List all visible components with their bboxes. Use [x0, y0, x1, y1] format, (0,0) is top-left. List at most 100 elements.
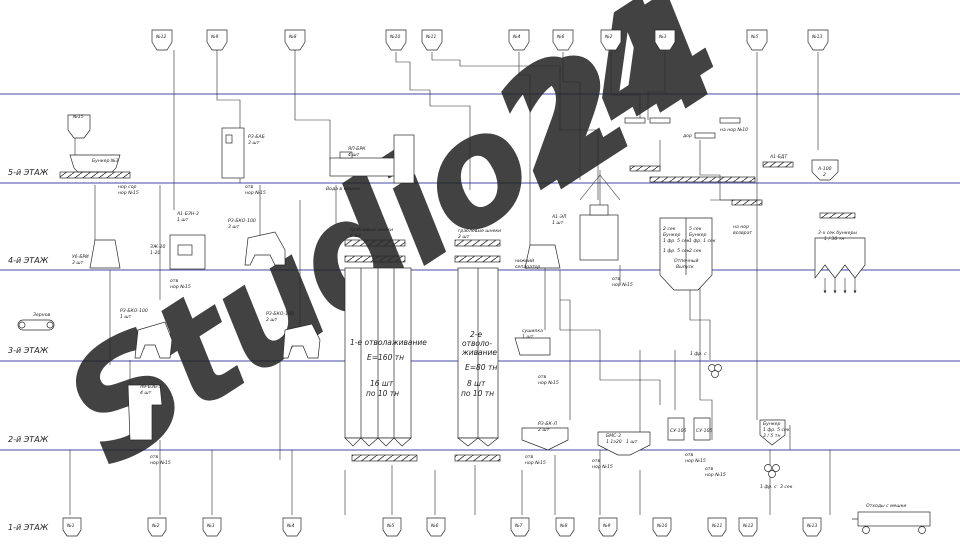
svg-text:Е=80 тн: Е=80 тн: [465, 363, 497, 372]
bin-label: №12: [742, 523, 754, 529]
auger-upper-2: [344, 255, 406, 263]
svg-text:1-20: 1-20: [150, 250, 161, 256]
cyclone-label: №11: [425, 34, 437, 40]
svg-text:1 фр. 1 сек: 1 фр. 1 сек: [689, 238, 716, 244]
svg-text:А1-БЗН-3: А1-БЗН-3: [176, 211, 199, 217]
svg-text:нор №15: нор №15: [525, 460, 546, 466]
bin-label: №11: [711, 523, 723, 529]
cyclone-icon: №9: [206, 29, 228, 51]
svg-text:5 сек: 5 сек: [689, 226, 702, 232]
cyclone-label: №13: [811, 34, 823, 40]
cyclone-icon: №12: [151, 29, 173, 51]
separator-funnel: [524, 244, 561, 269]
dust-collector-right: [811, 159, 839, 181]
bin-icon: №2: [147, 517, 167, 537]
svg-text:отволо-: отволо-: [462, 339, 492, 348]
svg-text:Вода в мешки: Вода в мешки: [326, 186, 360, 192]
bin-label: №8: [559, 523, 568, 529]
svg-text:нор №15: нор №15: [592, 464, 613, 470]
rz-bas-column: [221, 127, 245, 179]
small-auger-1: [624, 117, 646, 124]
svg-text:2 сек: 2 сек: [663, 226, 676, 232]
svg-text:А9-БЗБ-5: А9-БЗБ-5: [139, 384, 162, 390]
svg-text:2: 2: [823, 172, 826, 178]
rz-bkd-2-machine: [282, 323, 321, 359]
a1-machine: [579, 214, 619, 261]
floor-label-3: 3-й ЭТАЖ: [8, 346, 49, 355]
svg-text:отв: отв: [245, 185, 253, 190]
rz-bko-top: [244, 231, 286, 266]
conveyor-belt: [17, 319, 55, 331]
floor2-equipment: [127, 384, 786, 478]
three-section-bunker: [814, 237, 866, 280]
floor4-equipment: [89, 199, 866, 291]
cyclone-label: №9: [210, 34, 219, 40]
svg-text:нор №15: нор №15: [170, 284, 191, 290]
svg-text:1 фр. с: 1 фр. с: [690, 351, 707, 357]
svg-text:сепаратор: сепаратор: [515, 265, 540, 270]
bin-icon: №8: [555, 517, 575, 537]
svg-text:4 шт: 4 шт: [140, 390, 152, 396]
label-rz-bas: РЗ-БАБ: [248, 134, 265, 140]
truck-icon: [852, 511, 931, 534]
bin-label: №1: [66, 523, 75, 529]
svg-text:А-100: А-100: [817, 166, 832, 172]
svg-text:БМС-3: БМС-3: [606, 433, 621, 439]
tank2-title: 2-е: [470, 330, 482, 339]
bin-label: №2: [151, 523, 160, 529]
svg-text:2 шт: 2 шт: [266, 317, 278, 323]
tank1-title: 1-е отволаживание: [350, 338, 427, 347]
svg-text:1 1э20: 1 1э20: [606, 439, 622, 445]
equipment-labels: №15 Бункер №3 РЗ-БАБ 3 шт отв нор №15 ЯП…: [33, 114, 906, 509]
label-cyclone-left: №15: [72, 114, 84, 120]
svg-text:Выпуск: Выпуск: [676, 264, 694, 270]
cyclone-label: №8: [288, 34, 297, 40]
bin-label: №13: [806, 523, 818, 529]
bin-icon: №1: [62, 517, 82, 537]
right-arrows: [823, 278, 857, 294]
rz-bk-machine: [521, 427, 569, 451]
svg-text:нор сор: нор сор: [118, 185, 137, 190]
svg-text:1 шт: 1 шт: [120, 314, 132, 320]
svg-text:отв: отв: [150, 455, 158, 460]
svg-text:Зернов: Зернов: [33, 312, 51, 318]
svg-text:2 шт: 2 шт: [458, 234, 470, 240]
svg-text:Е=160 тн: Е=160 тн: [367, 353, 404, 362]
svg-text:дор: дор: [682, 134, 692, 139]
at-ish-machine: [329, 157, 401, 177]
auger-upper-1: [344, 239, 406, 247]
label-bunker: Бункер №3: [92, 158, 119, 164]
bin-icon: №5: [382, 517, 402, 537]
label-truck: Отходы с мешки: [866, 503, 906, 509]
a9-machine: [127, 384, 163, 441]
svg-text:нор №15: нор №15: [118, 190, 139, 196]
cyclone-icon: №13: [807, 29, 829, 51]
svg-text:Бункер: Бункер: [689, 232, 706, 238]
cyclone-icon: №8: [284, 29, 306, 51]
svg-text:отв: отв: [538, 375, 546, 380]
cyclone-label: №2: [604, 34, 613, 40]
svg-text:нор №15: нор №15: [705, 472, 726, 478]
long-auger-floor5: [649, 176, 756, 183]
svg-text:6 шт: 6 шт: [350, 233, 362, 239]
small-auger-3: [694, 132, 716, 139]
svg-text:1 шт: 1 шт: [177, 217, 189, 223]
bms-machine: [597, 431, 651, 456]
floor-label-4: 4-й ЭТАЖ: [8, 256, 49, 265]
svg-text:1 фр. 5 сек: 1 фр. 5 сек: [663, 248, 690, 254]
b6-machine: [89, 239, 121, 269]
svg-text:2 сек: 2 сек: [689, 248, 702, 254]
bin-label: №10: [656, 523, 668, 529]
bin-icon: №13: [802, 517, 822, 537]
bin-label: №6: [430, 523, 439, 529]
cyclone-label: №12: [155, 34, 167, 40]
svg-text:1 шт: 1 шт: [626, 439, 638, 445]
svg-text:на нор №10: на нор №10: [720, 127, 748, 133]
svg-text:ЯП-БРК: ЯП-БРК: [347, 146, 366, 152]
bin-icon: №10: [652, 517, 672, 537]
svg-text:нор №15: нор №15: [612, 282, 633, 288]
svg-text:отв: отв: [525, 455, 533, 460]
svg-text:У6-БРИ: У6-БРИ: [72, 254, 89, 260]
